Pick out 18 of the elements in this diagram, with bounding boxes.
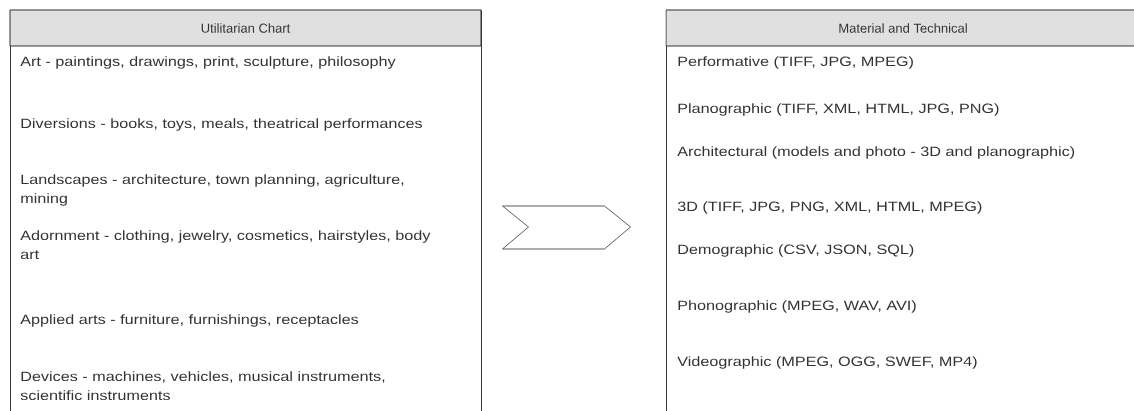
list-item: Devices - machines, vehicles, musical instruments, scientific instruments — [20, 371, 385, 401]
list-item: Demographic (CSV, JSON, SQL) — [678, 244, 914, 257]
list-item: Diversions - books, toys, meals, theatrical performances — [21, 118, 422, 131]
table-box — [9, 9, 482, 411]
list-item: Adornment - clothing, jewelry, cosmetics, hairstyles, body art — [20, 230, 431, 260]
chevron-arrow — [502, 205, 631, 250]
list-item: Art - paintings, drawings, print, sculpture, philosophy — [20, 56, 396, 69]
list-item: Architectural (models and photo - 3D and planographic) — [677, 146, 1075, 159]
list-item: 3D (TIFF, JPG, PNG, XML, HTML, MPEG) — [677, 201, 982, 214]
header-bar: Utilitarian Chart — [9, 9, 482, 47]
list-item: Applied arts - furniture, furnishings, receptacles — [20, 314, 359, 327]
list-item: Planographic (TIFF, XML, HTML, JPG, PNG) — [678, 103, 999, 116]
table-box — [665, 9, 1134, 411]
header-bar: Material and Technical — [665, 9, 1134, 47]
list-item: Phonographic (MPEG, WAV, AVI) — [678, 300, 916, 313]
list-item: Landscapes - architecture, town planning, agriculture, mining — [21, 174, 404, 206]
list-item: Performative (TIFF, JPG, MPEG) — [678, 56, 913, 69]
list-item: Videographic (MPEG, OGG, SWEF, MP4) — [677, 356, 977, 369]
